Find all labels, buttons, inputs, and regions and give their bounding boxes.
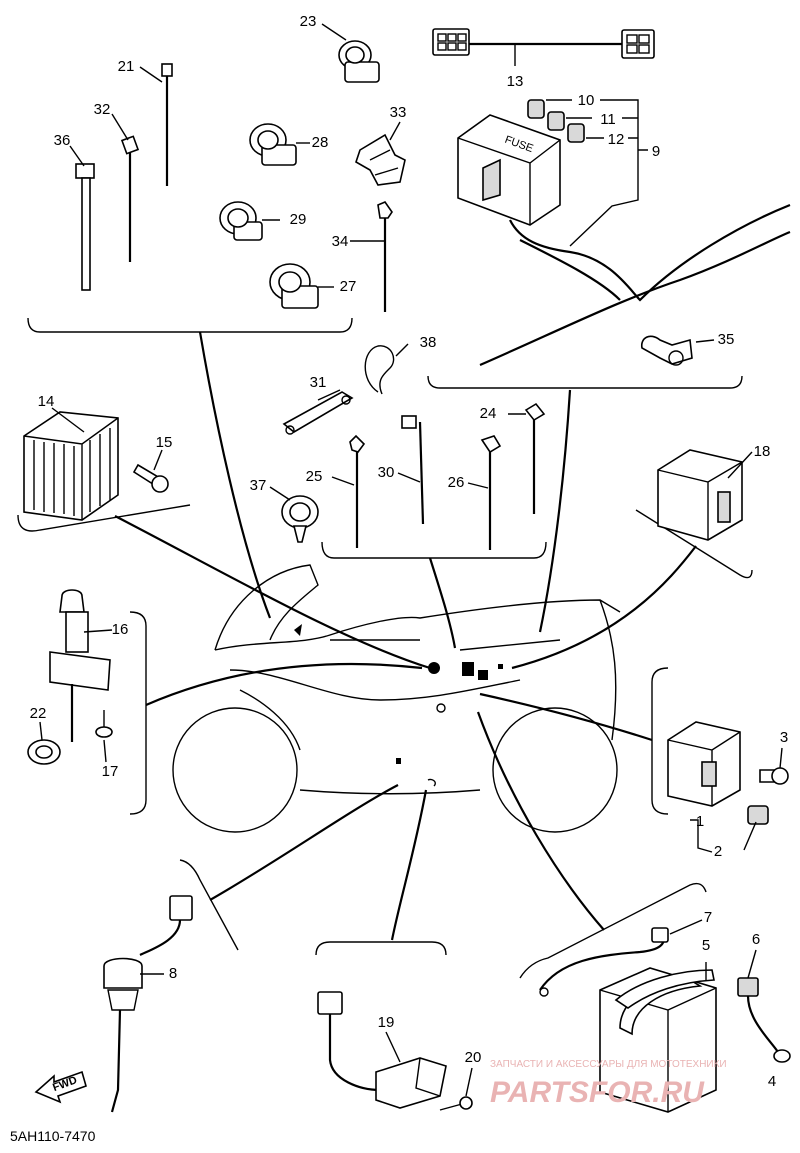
battery-band-5: [614, 969, 715, 1009]
earth-lead-31: [282, 391, 354, 435]
callout-7: 7: [704, 909, 712, 926]
callout-20: 20: [465, 1049, 482, 1066]
screw-17: [95, 710, 113, 738]
clamp-29: [219, 201, 263, 241]
callout-21: 21: [118, 58, 135, 75]
callout-18: 18: [754, 443, 771, 460]
holder-33: [355, 133, 406, 186]
callout-1: 1: [696, 813, 704, 830]
cable-tie-26: [480, 435, 502, 550]
rectifier-regulator-14: [23, 411, 119, 521]
clamp-37: [281, 495, 319, 543]
bolt-15: [132, 463, 169, 493]
fwd-arrow-icon: FWD: [34, 1070, 87, 1104]
callout-26: 26: [448, 474, 465, 491]
cap-2: [747, 805, 769, 825]
cable-tie-24: [524, 402, 546, 514]
main-switch-16: [49, 589, 111, 742]
band-30: [401, 415, 425, 525]
callout-leaders: [39, 23, 783, 1097]
callout-25: 25: [306, 468, 323, 485]
clip-38: [364, 345, 395, 395]
callout-12: 12: [608, 131, 625, 148]
cable-tie-25: [349, 434, 366, 548]
callout-22: 22: [30, 705, 47, 722]
screw-20: [439, 1096, 473, 1111]
callout-17: 17: [102, 763, 119, 780]
callout-33: 33: [390, 104, 407, 121]
relay-18: [657, 449, 743, 541]
callout-13: 13: [507, 73, 524, 90]
fuse-box: FUSE: [457, 114, 791, 367]
cable-tie-21: [161, 63, 173, 186]
callout-10: 10: [578, 92, 595, 109]
callout-numbers: 1 2 3 4 5 6 7 8 9 10 11 12 13 14 15 16 1…: [30, 13, 789, 1090]
callout-8: 8: [169, 965, 177, 982]
neutral-switch-8: [103, 895, 193, 1113]
callout-28: 28: [312, 134, 329, 151]
watermark-tagline: ЗАПЧАСТИ И АКСЕССУАРЫ ДЛЯ МОТОТЕХНИКИ: [490, 1059, 727, 1070]
callout-29: 29: [290, 211, 307, 228]
callout-16: 16: [112, 621, 129, 638]
callout-23: 23: [300, 13, 317, 30]
sidestand-switch-19: [317, 991, 447, 1109]
motorcycle-silhouette: [172, 564, 621, 833]
callout-24: 24: [480, 405, 497, 422]
callout-30: 30: [378, 464, 395, 481]
clamp-22: [27, 739, 61, 765]
callout-27: 27: [340, 278, 357, 295]
leader-lines: [114, 331, 697, 941]
callout-36: 36: [54, 132, 71, 149]
callout-14: 14: [38, 393, 55, 410]
callout-35: 35: [718, 331, 735, 348]
callout-5: 5: [702, 937, 710, 954]
callout-37: 37: [250, 477, 267, 494]
callout-31: 31: [310, 374, 327, 391]
battery-cable-7: [539, 927, 669, 997]
cable-tie-32: [120, 135, 140, 262]
group-brackets: [17, 317, 753, 979]
callout-32: 32: [94, 101, 111, 118]
clamp-27: [269, 263, 319, 309]
cable-tie-34: [377, 201, 393, 312]
callout-38: 38: [420, 334, 437, 351]
battery-cable-6: [737, 977, 791, 1063]
clamp-23: [338, 40, 380, 83]
watermark: ЗАПЧАСТИ И АКСЕССУАРЫ ДЛЯ МОТОТЕХНИКИ PA…: [490, 1059, 727, 1109]
callout-2: 2: [714, 843, 722, 860]
clamp-28: [249, 123, 297, 166]
callout-15: 15: [156, 434, 173, 451]
starter-relay-1: [667, 721, 741, 807]
fuses-10-11-12: [527, 99, 648, 247]
sub-harness-13: [432, 28, 655, 66]
diagram-code: 5AH110-7470: [10, 1128, 96, 1144]
watermark-brand: PARTSFOR.RU: [490, 1076, 705, 1109]
bolt-3: [759, 767, 789, 785]
callout-3: 3: [780, 729, 788, 746]
callout-4: 4: [768, 1073, 776, 1090]
callout-9: 9: [652, 143, 660, 160]
callout-34: 34: [332, 233, 349, 250]
callout-11: 11: [600, 111, 616, 128]
callout-19: 19: [378, 1014, 395, 1031]
clamp-35: [640, 335, 693, 366]
callout-6: 6: [752, 931, 760, 948]
cable-tie-36: [75, 163, 95, 291]
